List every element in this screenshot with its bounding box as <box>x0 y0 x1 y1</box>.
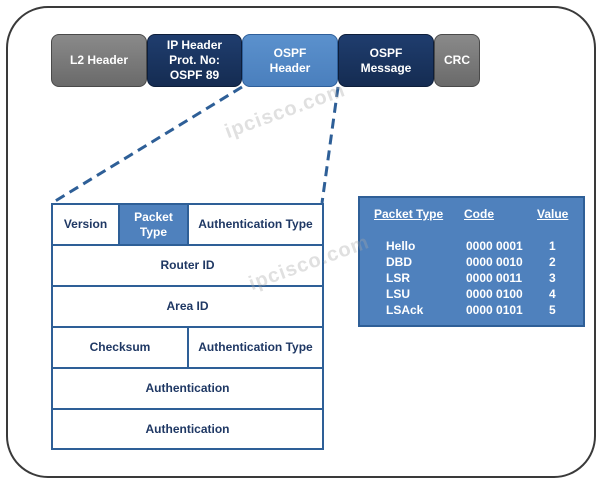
authentication-type-field-2: Authentication Type <box>187 326 324 369</box>
row-lsu-type: LSU <box>386 287 410 301</box>
router-id-field: Router ID <box>51 244 324 287</box>
row-lsu-code: 0000 0100 <box>466 287 523 301</box>
row-hello-type: Hello <box>386 239 416 253</box>
crc-segment: CRC <box>434 34 480 87</box>
l2-header-segment: L2 Header <box>51 34 147 87</box>
version-field: Version <box>51 203 120 246</box>
ospf-header-segment: OSPF Header <box>242 34 338 87</box>
row-lsu-value: 4 <box>549 287 556 301</box>
row-hello-code: 0000 0001 <box>466 239 523 253</box>
authentication-type-field: Authentication Type <box>187 203 324 246</box>
row-hello-value: 1 <box>549 239 556 253</box>
packet-type-field: Packet Type <box>118 203 189 246</box>
row-lsack-code: 0000 0101 <box>466 303 523 317</box>
diagram-frame <box>6 6 596 478</box>
checksum-field: Checksum <box>51 326 189 369</box>
row-lsr-code: 0000 0011 <box>466 271 523 285</box>
row-dbd-type: DBD <box>386 255 412 269</box>
row-lsr-type: LSR <box>386 271 410 285</box>
col-header-value: Value <box>537 207 569 221</box>
row-lsack-value: 5 <box>549 303 556 317</box>
row-dbd-code: 0000 0010 <box>466 255 523 269</box>
area-id-field: Area ID <box>51 285 324 328</box>
authentication-field-1: Authentication <box>51 367 324 410</box>
row-lsack-type: LSAck <box>386 303 424 317</box>
ip-header-segment: IP Header Prot. No: OSPF 89 <box>147 34 242 87</box>
col-header-code: Code <box>464 207 494 221</box>
packet-type-table: Packet Type Code Value Hello 0000 0001 1… <box>358 196 585 327</box>
row-lsr-value: 3 <box>549 271 556 285</box>
row-dbd-value: 2 <box>549 255 556 269</box>
authentication-field-2: Authentication <box>51 408 324 450</box>
ospf-message-segment: OSPF Message <box>338 34 434 87</box>
col-header-packet-type: Packet Type <box>374 207 444 221</box>
